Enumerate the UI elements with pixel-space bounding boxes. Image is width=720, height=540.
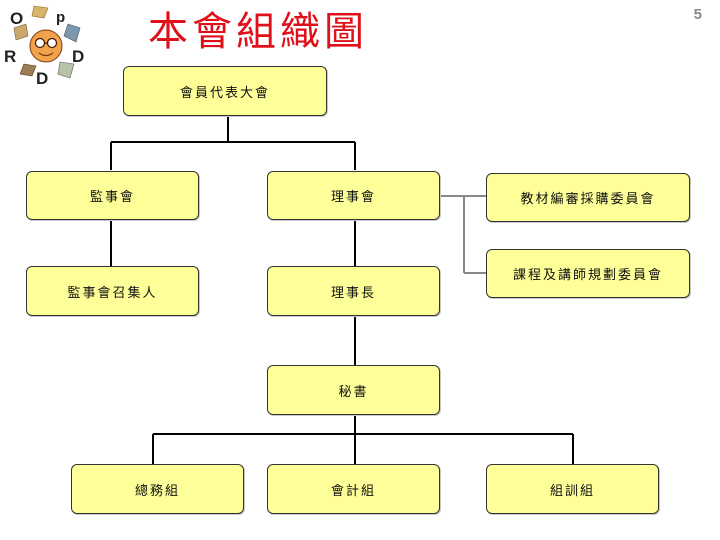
node-general-affairs: 總務組 bbox=[71, 464, 244, 514]
node-supervisor-convener: 監事會召集人 bbox=[26, 266, 199, 316]
logo-letter-d-bottom: D bbox=[36, 69, 48, 86]
node-training: 組訓組 bbox=[486, 464, 659, 514]
node-secretary: 秘書 bbox=[267, 365, 440, 415]
node-accounting: 會計組 bbox=[267, 464, 440, 514]
association-logo: O p R D D bbox=[4, 5, 84, 86]
node-member-assembly: 會員代表大會 bbox=[123, 66, 327, 116]
logo-letter-d-right: D bbox=[72, 47, 84, 66]
logo-letter-p: p bbox=[56, 9, 65, 26]
node-curriculum-committee: 課程及講師規劃委員會 bbox=[486, 249, 690, 298]
node-supervisors-board: 監事會 bbox=[26, 171, 199, 220]
logo-letter-r: R bbox=[4, 47, 16, 66]
slide-title: 本會組織圖 bbox=[148, 9, 368, 55]
node-materials-committee: 教材編審採購委員會 bbox=[486, 173, 690, 222]
page-number: 5 bbox=[693, 6, 702, 23]
logo-letter-o: O bbox=[10, 9, 23, 28]
node-directors-board: 理事會 bbox=[267, 171, 440, 220]
node-chairman: 理事長 bbox=[267, 266, 440, 316]
